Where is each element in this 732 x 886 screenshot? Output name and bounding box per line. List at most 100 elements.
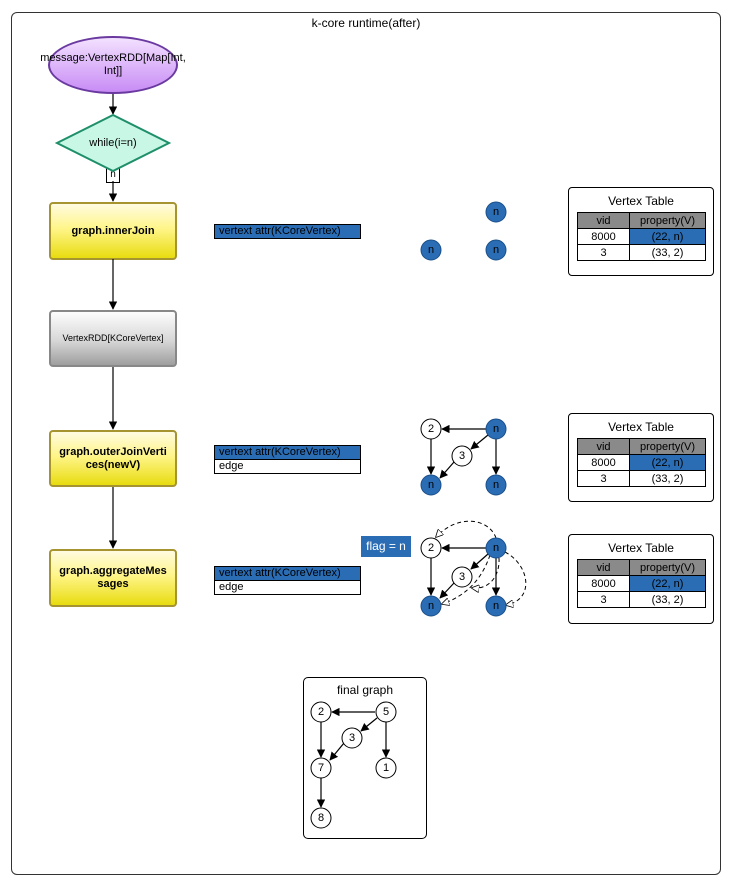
attr-vertex-row: vertext attr(KCoreVertex) bbox=[215, 225, 360, 238]
attr-vertex-row: vertext attr(KCoreVertex) bbox=[215, 446, 360, 459]
graph-after-innerjoin: n n n bbox=[420, 201, 507, 261]
table-row: 8000(22, n) bbox=[577, 454, 706, 471]
graph3-node-n-top-label: n bbox=[493, 542, 499, 554]
attr-box-innerjoin: vertext attr(KCoreVertex) bbox=[214, 224, 361, 239]
graph1-node-left bbox=[420, 239, 442, 261]
final-graph-title: final graph bbox=[336, 683, 394, 697]
graph2-node-n-top bbox=[485, 418, 507, 440]
graph3-node-2 bbox=[420, 537, 442, 559]
vertex-table-title: Vertex Table bbox=[608, 541, 674, 555]
attr-vertex-row: vertext attr(KCoreVertex) bbox=[215, 567, 360, 580]
final-node-3-label: 3 bbox=[349, 732, 355, 744]
final-graph-box: final graph bbox=[303, 677, 427, 839]
col-header-property: property(V) bbox=[629, 438, 706, 455]
final-node-7 bbox=[310, 757, 332, 779]
graph3-msg-to-3 bbox=[472, 557, 500, 588]
final-node-8 bbox=[310, 807, 332, 829]
step-innerjoin: graph.innerJoin bbox=[49, 202, 177, 260]
graph3-node-2-label: 2 bbox=[428, 542, 434, 554]
cell-vid: 8000 bbox=[577, 228, 630, 245]
final-graph-drawing: 2 5 3 7 1 8 bbox=[310, 701, 397, 829]
attr-box-aggregate: vertext attr(KCoreVertex) edge bbox=[214, 566, 361, 595]
graph2-node-3-label: 3 bbox=[459, 450, 465, 462]
graph2-edge-3-n bbox=[439, 461, 455, 479]
graph3-node-n-right-label: n bbox=[493, 600, 499, 612]
graph2-node-n-left bbox=[420, 474, 442, 496]
step-aggregatemessages: graph.aggregateMessages bbox=[49, 549, 177, 607]
graph1-node-left-label: n bbox=[428, 244, 434, 256]
final-node-2-label: 2 bbox=[318, 706, 324, 718]
graph3-node-3 bbox=[451, 566, 473, 588]
graph2-node-2 bbox=[420, 418, 442, 440]
start-node-label: message:VertexRDD[Map[Int, Int]] bbox=[40, 52, 186, 77]
graph2-node-n-right bbox=[485, 474, 507, 496]
step-vertexrdd: VertexRDD[KCoreVertex] bbox=[49, 310, 177, 367]
col-header-property: property(V) bbox=[629, 212, 706, 229]
graph3-node-n-left bbox=[420, 595, 442, 617]
attr-edge-row: edge bbox=[215, 459, 360, 473]
table-row: 3(33, 2) bbox=[577, 591, 706, 608]
graph2-node-3 bbox=[451, 445, 473, 467]
col-header-vid: vid bbox=[577, 438, 630, 455]
graph3-node-n-top bbox=[485, 537, 507, 559]
graph3-msg-to-2 bbox=[436, 520, 497, 538]
graph3-node-3-label: 3 bbox=[459, 571, 465, 583]
graph-after-outerjoin: 2 n 3 n n bbox=[420, 418, 507, 496]
table-row: 3(33, 2) bbox=[577, 244, 706, 261]
step-outerjoinvertices-label: graph.outerJoinVertices(newV) bbox=[59, 445, 167, 471]
graph1-node-top bbox=[485, 201, 507, 223]
attr-edge-row: edge bbox=[215, 580, 360, 594]
graph2-node-n-left-label: n bbox=[428, 479, 434, 491]
graph3-edge-3-n bbox=[439, 582, 455, 599]
flag-badge: flag = n bbox=[361, 536, 411, 557]
graph-after-aggregate: 2 n 3 n n bbox=[420, 520, 527, 617]
graph1-node-right-label: n bbox=[493, 244, 499, 256]
final-node-7-label: 7 bbox=[318, 762, 324, 774]
vertex-table-title: Vertex Table bbox=[608, 420, 674, 434]
table-row: 3(33, 2) bbox=[577, 470, 706, 487]
graph3-msg-to-n-left bbox=[442, 554, 491, 604]
step-innerjoin-label: graph.innerJoin bbox=[71, 224, 155, 237]
cell-property: (33, 2) bbox=[629, 244, 706, 261]
loop-label: while(i=n) bbox=[88, 137, 136, 149]
final-node-2 bbox=[310, 701, 332, 723]
graph1-node-right bbox=[485, 239, 507, 261]
graph3-node-n-right bbox=[485, 595, 507, 617]
start-node-message: message:VertexRDD[Map[Int, Int]] bbox=[40, 36, 186, 94]
attr-box-outerjoin: vertext attr(KCoreVertex) edge bbox=[214, 445, 361, 474]
step-vertexrdd-label: VertexRDD[KCoreVertex] bbox=[62, 333, 164, 343]
diagram-frame bbox=[11, 12, 721, 875]
final-node-1-label: 1 bbox=[383, 762, 389, 774]
graph2-node-2-label: 2 bbox=[428, 423, 434, 435]
cell-property: (33, 2) bbox=[629, 591, 706, 608]
final-edge-3-7 bbox=[329, 742, 345, 761]
step-outerjoinvertices: graph.outerJoinVertices(newV) bbox=[49, 430, 177, 487]
graph3-msg-to-n-right bbox=[505, 551, 527, 605]
cell-property: (33, 2) bbox=[629, 470, 706, 487]
cell-property: (22, n) bbox=[629, 228, 706, 245]
final-node-1 bbox=[375, 757, 397, 779]
cell-property: (22, n) bbox=[629, 454, 706, 471]
diagram-title: k-core runtime(after) bbox=[311, 16, 421, 30]
final-node-3 bbox=[341, 727, 363, 749]
graph3-node-n-left-label: n bbox=[428, 600, 434, 612]
step-aggregatemessages-label: graph.aggregateMessages bbox=[59, 565, 167, 590]
cell-vid: 3 bbox=[577, 470, 630, 487]
final-edge-5-3 bbox=[360, 717, 378, 732]
loop-diamond bbox=[54, 113, 172, 173]
graph2-node-n-right-label: n bbox=[493, 479, 499, 491]
graph2-edge-n-3 bbox=[470, 434, 489, 450]
table-row: 8000(22, n) bbox=[577, 228, 706, 245]
col-header-property: property(V) bbox=[629, 559, 706, 576]
final-node-5 bbox=[375, 701, 397, 723]
vertex-table-title: Vertex Table bbox=[608, 194, 674, 208]
graph2-node-n-top-label: n bbox=[493, 423, 499, 435]
graph1-node-top-label: n bbox=[493, 206, 499, 218]
